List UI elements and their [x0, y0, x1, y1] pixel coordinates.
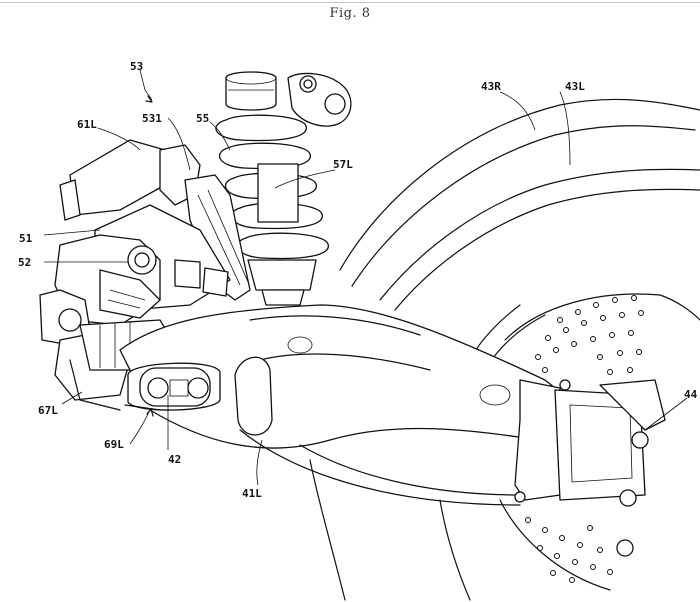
reference-labels: 53 531 61L 55 57L 43R 43L 51 52 67L 69L …: [18, 60, 698, 500]
label-531: 531: [142, 112, 162, 125]
arrow-heads: [145, 95, 154, 417]
label-42: 42: [168, 453, 181, 466]
leader-lines: [43, 69, 688, 486]
figure-title: Fig. 8: [329, 6, 371, 21]
label-57L: 57L: [333, 158, 353, 171]
label-67L: 67L: [38, 404, 58, 417]
lower-bracket: [69, 359, 161, 411]
pivot-assembly: [39, 289, 176, 401]
label-69L: 69L: [104, 438, 124, 451]
swingarm: [119, 304, 666, 557]
top-border: [0, 2, 700, 3]
label-43R: 43R: [481, 80, 501, 93]
label-55: 55: [196, 112, 209, 125]
label-41L: 41L: [242, 487, 262, 500]
brake-disc-holes: [499, 295, 644, 591]
label-61L: 61L: [77, 118, 97, 131]
label-52: 52: [18, 256, 31, 269]
rear-shock: [215, 71, 352, 306]
label-43L: 43L: [565, 80, 585, 93]
label-51: 51: [19, 232, 33, 245]
label-44: 44: [684, 388, 698, 401]
label-53: 53: [130, 60, 143, 73]
linkage-assembly: [54, 139, 251, 326]
